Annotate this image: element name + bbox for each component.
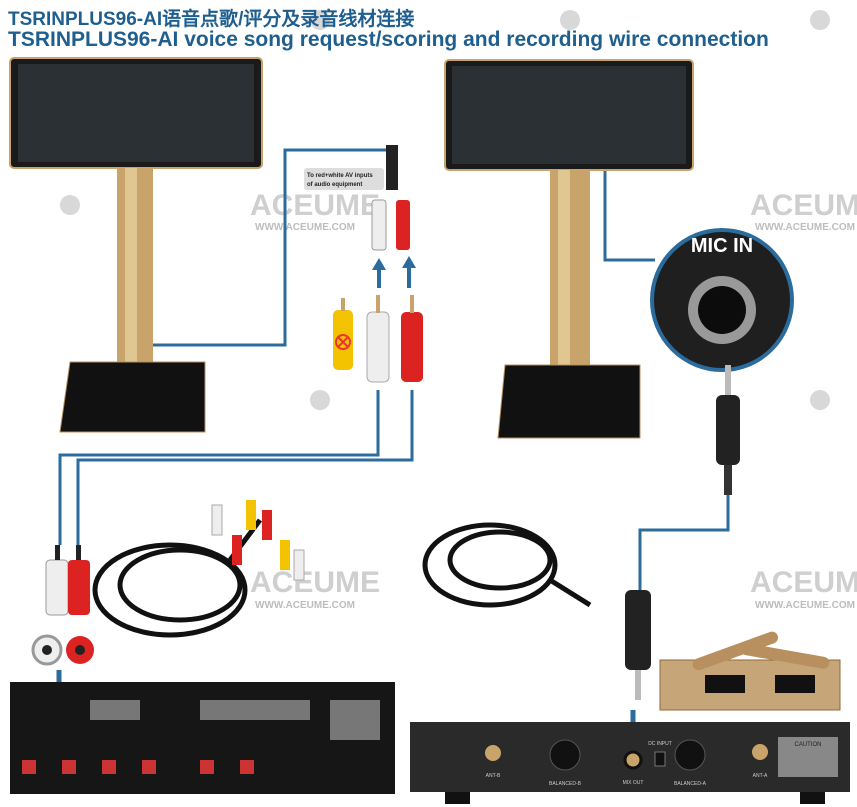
mic-receiver-back: ANT-B BALANCED-B MIX OUT DC INPUT BALANC… <box>410 722 850 804</box>
yellow-plug <box>333 310 353 370</box>
cable-left-screen-to-av <box>150 148 395 347</box>
cable-white-to-amp <box>58 390 380 545</box>
port-dc-input: DC INPUT <box>648 741 672 747</box>
port-balanced-b: BALANCED-B <box>549 781 582 787</box>
title-chinese: TSRINPLUS96-AI语音点歌/评分及录音线材连接 <box>8 9 415 30</box>
av-note-line2: of audio equipment <box>307 182 362 188</box>
av-note-line1: To red+white AV inputs <box>307 173 373 179</box>
right-karaoke-screen <box>444 59 694 439</box>
mic-in-callout: MIC IN <box>650 228 794 372</box>
port-mix-out: MIX OUT <box>623 780 644 786</box>
caution-label: CAUTION <box>795 742 822 748</box>
mic-in-label: MIC IN <box>691 235 753 257</box>
rca-plugs <box>333 295 423 383</box>
jack-plug-top <box>716 365 740 495</box>
watermark-url: WWW.ACEUME.COM <box>255 600 355 611</box>
title-english: TSRINPLUS96-AI voice song request/scorin… <box>8 28 769 51</box>
audio-cable-coil <box>422 522 592 608</box>
cable-red-to-amp <box>76 390 414 545</box>
wireless-mic-set <box>659 631 841 711</box>
watermark-brand: ACEUME <box>250 189 380 222</box>
watermark: ACEUME WWW.ACEUME.COM ACEUME WWW.ACEUME.… <box>60 10 857 611</box>
cable-right-screen-to-mic <box>603 170 655 262</box>
watermark-url: WWW.ACEUME.COM <box>255 222 355 233</box>
jack-plug-bottom <box>625 590 651 700</box>
av-receiver <box>10 682 395 794</box>
amp-rca-plugs <box>31 545 94 666</box>
white-plug <box>366 311 390 383</box>
watermark-url: WWW.ACEUME.COM <box>755 222 855 233</box>
red-plug <box>401 312 423 382</box>
rca-cable-connectors <box>211 500 305 581</box>
cable-mic-to-receiver <box>638 490 730 590</box>
not-used-icon <box>335 334 351 350</box>
rca-y-cable <box>371 145 410 251</box>
left-karaoke-screen <box>9 57 263 433</box>
watermark-brand: ACEUME <box>750 566 857 599</box>
watermark-url: WWW.ACEUME.COM <box>755 600 855 611</box>
watermark-brand: ACEUME <box>750 189 857 222</box>
port-ant-a: ANT-A <box>753 773 768 779</box>
port-balanced-a: BALANCED-A <box>674 781 707 787</box>
up-arrows <box>372 256 416 288</box>
port-ant-b: ANT-B <box>486 773 501 779</box>
av-note: To red+white AV inputs of audio equipmen… <box>304 168 384 190</box>
watermark-brand: ACEUME <box>250 566 380 599</box>
